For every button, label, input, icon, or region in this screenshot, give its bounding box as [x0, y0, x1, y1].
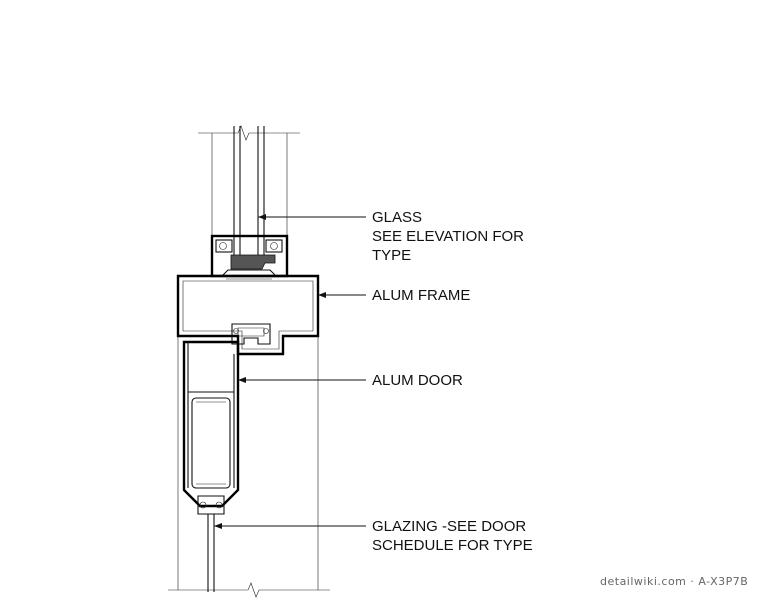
leader-alum-door [238, 377, 366, 383]
callout-glass-line3: TYPE [372, 247, 412, 264]
leader-glass [258, 214, 366, 220]
bottom-break-line [168, 582, 330, 598]
callout-glass: GLASS SEE ELEVATION FOR TYPE [372, 208, 524, 265]
leader-glazing [214, 523, 366, 529]
credit-watermark: detailwiki.com · A-X3P7B [600, 575, 749, 588]
alum-frame-head [176, 274, 320, 356]
callout-alum-frame-line1: ALUM FRAME [372, 287, 471, 304]
callout-glazing: GLAZING -SEE DOOR SCHEDULE FOR TYPE [372, 517, 533, 555]
leader-alum-frame [318, 292, 366, 298]
top-break-line [198, 125, 300, 141]
alum-door-rail [182, 340, 240, 508]
lower-jamb-lines [177, 336, 319, 590]
callout-glazing-line2: SCHEDULE FOR TYPE [372, 537, 533, 554]
callout-glass-line2: SEE ELEVATION FOR [372, 228, 524, 245]
callout-alum-door-line1: ALUM DOOR [372, 372, 463, 389]
glazing-pocket [210, 234, 289, 280]
callout-glass-line1: GLASS [372, 209, 423, 226]
upper-jamb-lines [211, 133, 288, 236]
door-glazing-stop [197, 495, 225, 515]
callout-glazing-line1: GLAZING -SEE DOOR [372, 518, 527, 535]
callout-alum-door: ALUM DOOR [372, 371, 463, 390]
glass-lite [233, 126, 265, 256]
callout-alum-frame: ALUM FRAME [372, 286, 470, 305]
door-glass-lite [207, 514, 215, 592]
